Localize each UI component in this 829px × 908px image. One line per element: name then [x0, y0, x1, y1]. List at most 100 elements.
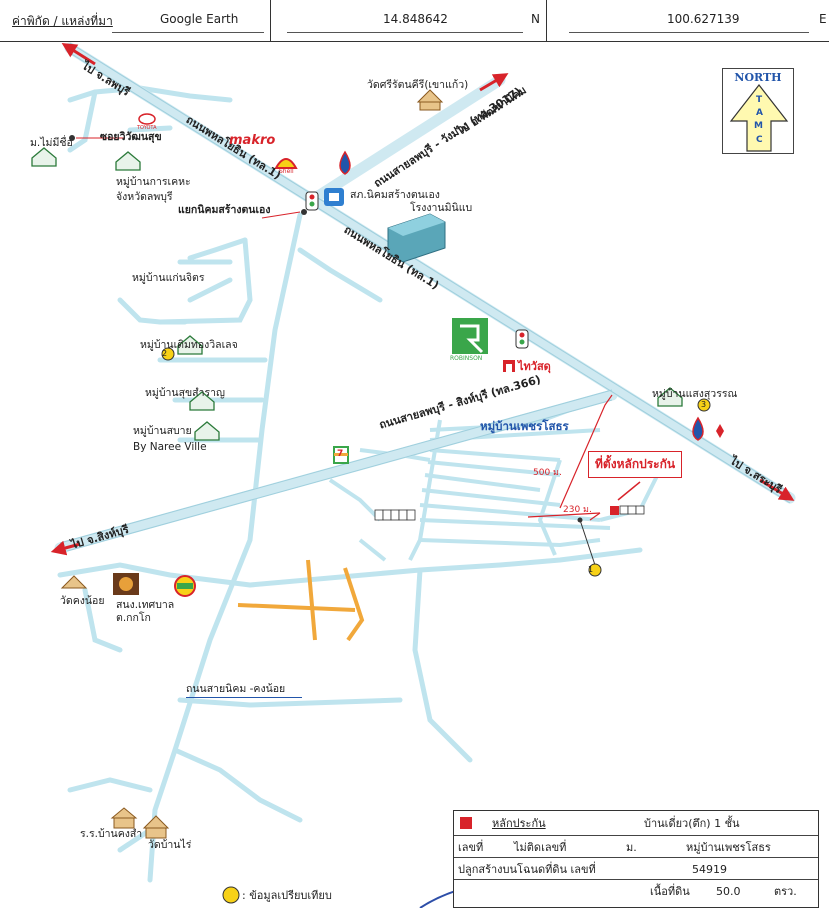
deed-value: 54919 [692, 863, 727, 876]
legend-row-1: หลักประกัน บ้านเดี่ยว(ตึก) 1 ชั้น [454, 811, 818, 835]
north-letter-m: M [754, 121, 763, 131]
seven-eleven-icon [333, 446, 349, 464]
collateral-label: หลักประกัน [492, 817, 546, 830]
legend-row-3: ปลูกสร้างบนโฉนดที่ดิน เลขที่ 54919 [454, 857, 818, 879]
north-title: NORTH [734, 71, 782, 84]
tessaban-subdistrict-label: ต.กกโก [116, 612, 151, 624]
robinson-logo-icon [452, 318, 488, 354]
lat-unit: N [531, 12, 540, 26]
direction-arrows [50, 43, 795, 556]
traffic-light-icon [515, 329, 529, 349]
school-icon [110, 807, 138, 829]
collateral-legend: หลักประกัน บ้านเดี่ยว(ตึก) 1 ชั้น เลขที่… [453, 810, 819, 908]
factory-label: โรงงานมินิแบ [410, 202, 473, 214]
road-underline [186, 697, 302, 698]
area-value: 50.0 [716, 885, 741, 898]
distance-lines [527, 394, 613, 521]
site-lots [374, 505, 645, 521]
shell-logo-icon [274, 158, 298, 169]
highway-edges [59, 42, 791, 554]
wat-sirattana-label: วัดศรีรัตนคีรี(เขาแก้ว) [367, 79, 469, 91]
lon-unit: E [819, 12, 827, 26]
deed-label: ปลูกสร้างบนโฉนดที่ดิน เลขที่ [458, 863, 596, 876]
marker-2-label: 2 [162, 349, 168, 358]
comparison-roads [237, 559, 365, 642]
main-highways [54, 42, 796, 554]
mu-maimiue-label: ม.ไม่มีชื่อ [30, 137, 73, 149]
temple-icon [142, 815, 170, 839]
factory-icon [387, 213, 446, 263]
thaiwatsadu-label: ไทวัสดุ [518, 360, 551, 373]
building-type: บ้านเดี่ยว(ตึก) 1 ชั้น [644, 817, 740, 830]
compare-legend-icon [222, 886, 240, 904]
road-nikhom-khongnoi: ถนนสายนิคม -คงน้อย [186, 683, 286, 695]
seven-label: 7 [337, 449, 344, 459]
header-source-cell: ค่าพิกัด / แหล่งที่มา Google Earth [0, 0, 271, 42]
header-lon-cell: 100.627139 E [547, 0, 829, 42]
mu-toemthong-label: หมู่บ้านเติมทองวิลเลจ [140, 339, 238, 351]
gas-station-icon [339, 150, 351, 175]
kheha-province-label: จังหวัดลพบุรี [116, 191, 173, 203]
distance-500-label: 500 ม. [533, 468, 562, 478]
marker-3-label: 3 [701, 400, 707, 409]
robinson-label: ROBINSON [450, 355, 483, 362]
area-label: เนื้อที่ดิน [650, 885, 690, 898]
legend-row-2: เลขที่ ไม่ติดเลขที่ ม. หมู่บ้านเพชรโสธร [454, 835, 818, 857]
toyota-logo-icon [138, 113, 156, 125]
moo-label: ม. [626, 841, 637, 854]
school-label: ร.ร.บ้านคงสำ [80, 828, 143, 840]
area-unit: ตรว. [774, 885, 797, 898]
toyota-label: TOYOTA [137, 125, 157, 131]
leader-lines [76, 137, 301, 219]
site-pointer [617, 481, 641, 501]
gas-station-icon [692, 416, 704, 441]
naree-ville-label: By Naree Ville [133, 441, 207, 453]
marker-2 [161, 347, 175, 361]
north-letter-t: T [756, 95, 763, 105]
marker-1 [588, 563, 602, 577]
marker-1-label: 1 [588, 565, 594, 574]
north-arrow-icon [729, 84, 789, 152]
police-station-icon [324, 188, 344, 206]
latitude-value: 14.848642 [383, 12, 448, 26]
temple-icon [60, 575, 88, 589]
north-arrow-box: NORTH T A M C [722, 68, 794, 154]
soi-wiwat-label: ซอยวิวัฒนสุข [100, 131, 162, 143]
junction-label: แยกนิคมสร้างตนเอง [178, 204, 271, 216]
house-no-label: เลขที่ [458, 841, 484, 854]
mu-kaenjit-label: หมู่บ้านแก่นจิตร [132, 272, 205, 284]
collateral-site-marker[interactable] [610, 506, 619, 515]
collateral-legend-icon [460, 817, 472, 829]
mu-kheha-label: หมู่บ้านการเคหะ [116, 176, 191, 188]
marker-3 [697, 398, 711, 412]
mitsubishi-logo-icon [716, 424, 724, 438]
tessaban-label: สนง.เทศบาล [116, 599, 175, 611]
mu-saengsuwan-label: หมู่บ้านแสงสุวรรณ [652, 388, 738, 400]
tessaban-icon [113, 573, 139, 595]
distance-230-label: 230 ม. [563, 505, 592, 515]
mu-sukkhamran-label: หมู่บ้านสุขสำราญ [145, 387, 225, 399]
village-icons [31, 147, 683, 441]
legend-row-4: เนื้อที่ดิน 50.0 ตรว. [454, 879, 818, 901]
pins [69, 135, 307, 215]
house-no-value: ไม่ติดเลขที่ [514, 841, 567, 854]
nikhom-office-label: สภ.นิคมสร้างตนเอง [350, 189, 440, 201]
thaiwatsadu-logo-icon [503, 360, 515, 372]
north-letter-a: A [756, 108, 763, 118]
compare-leader [579, 519, 596, 566]
header-lat-cell: 14.848642 N [271, 0, 547, 42]
shell-label: Shell [279, 168, 294, 175]
north-letter-c: C [756, 135, 763, 145]
header-bar: ค่าพิกัด / แหล่งที่มา Google Earth 14.84… [0, 0, 829, 42]
makro-label: makro [229, 133, 276, 148]
coord-label: ค่าพิกัด / แหล่งที่มา [12, 14, 113, 28]
subject-site-callout: ที่ตั้งหลักประกัน [588, 451, 683, 478]
longitude-value: 100.627139 [667, 12, 740, 26]
moo-value: หมู่บ้านเพชรโสธร [686, 841, 771, 854]
mu-phetsotorn-label: หมู่บ้านเพชรโสธร [480, 419, 569, 433]
park-icon [174, 575, 196, 597]
map-canvas [31, 42, 796, 908]
temple-icon [416, 89, 444, 111]
mu-sabai-label: หมู่บ้านสบาย [133, 425, 192, 437]
wat-banrai-label: วัดบ้านไร่ [148, 839, 192, 851]
